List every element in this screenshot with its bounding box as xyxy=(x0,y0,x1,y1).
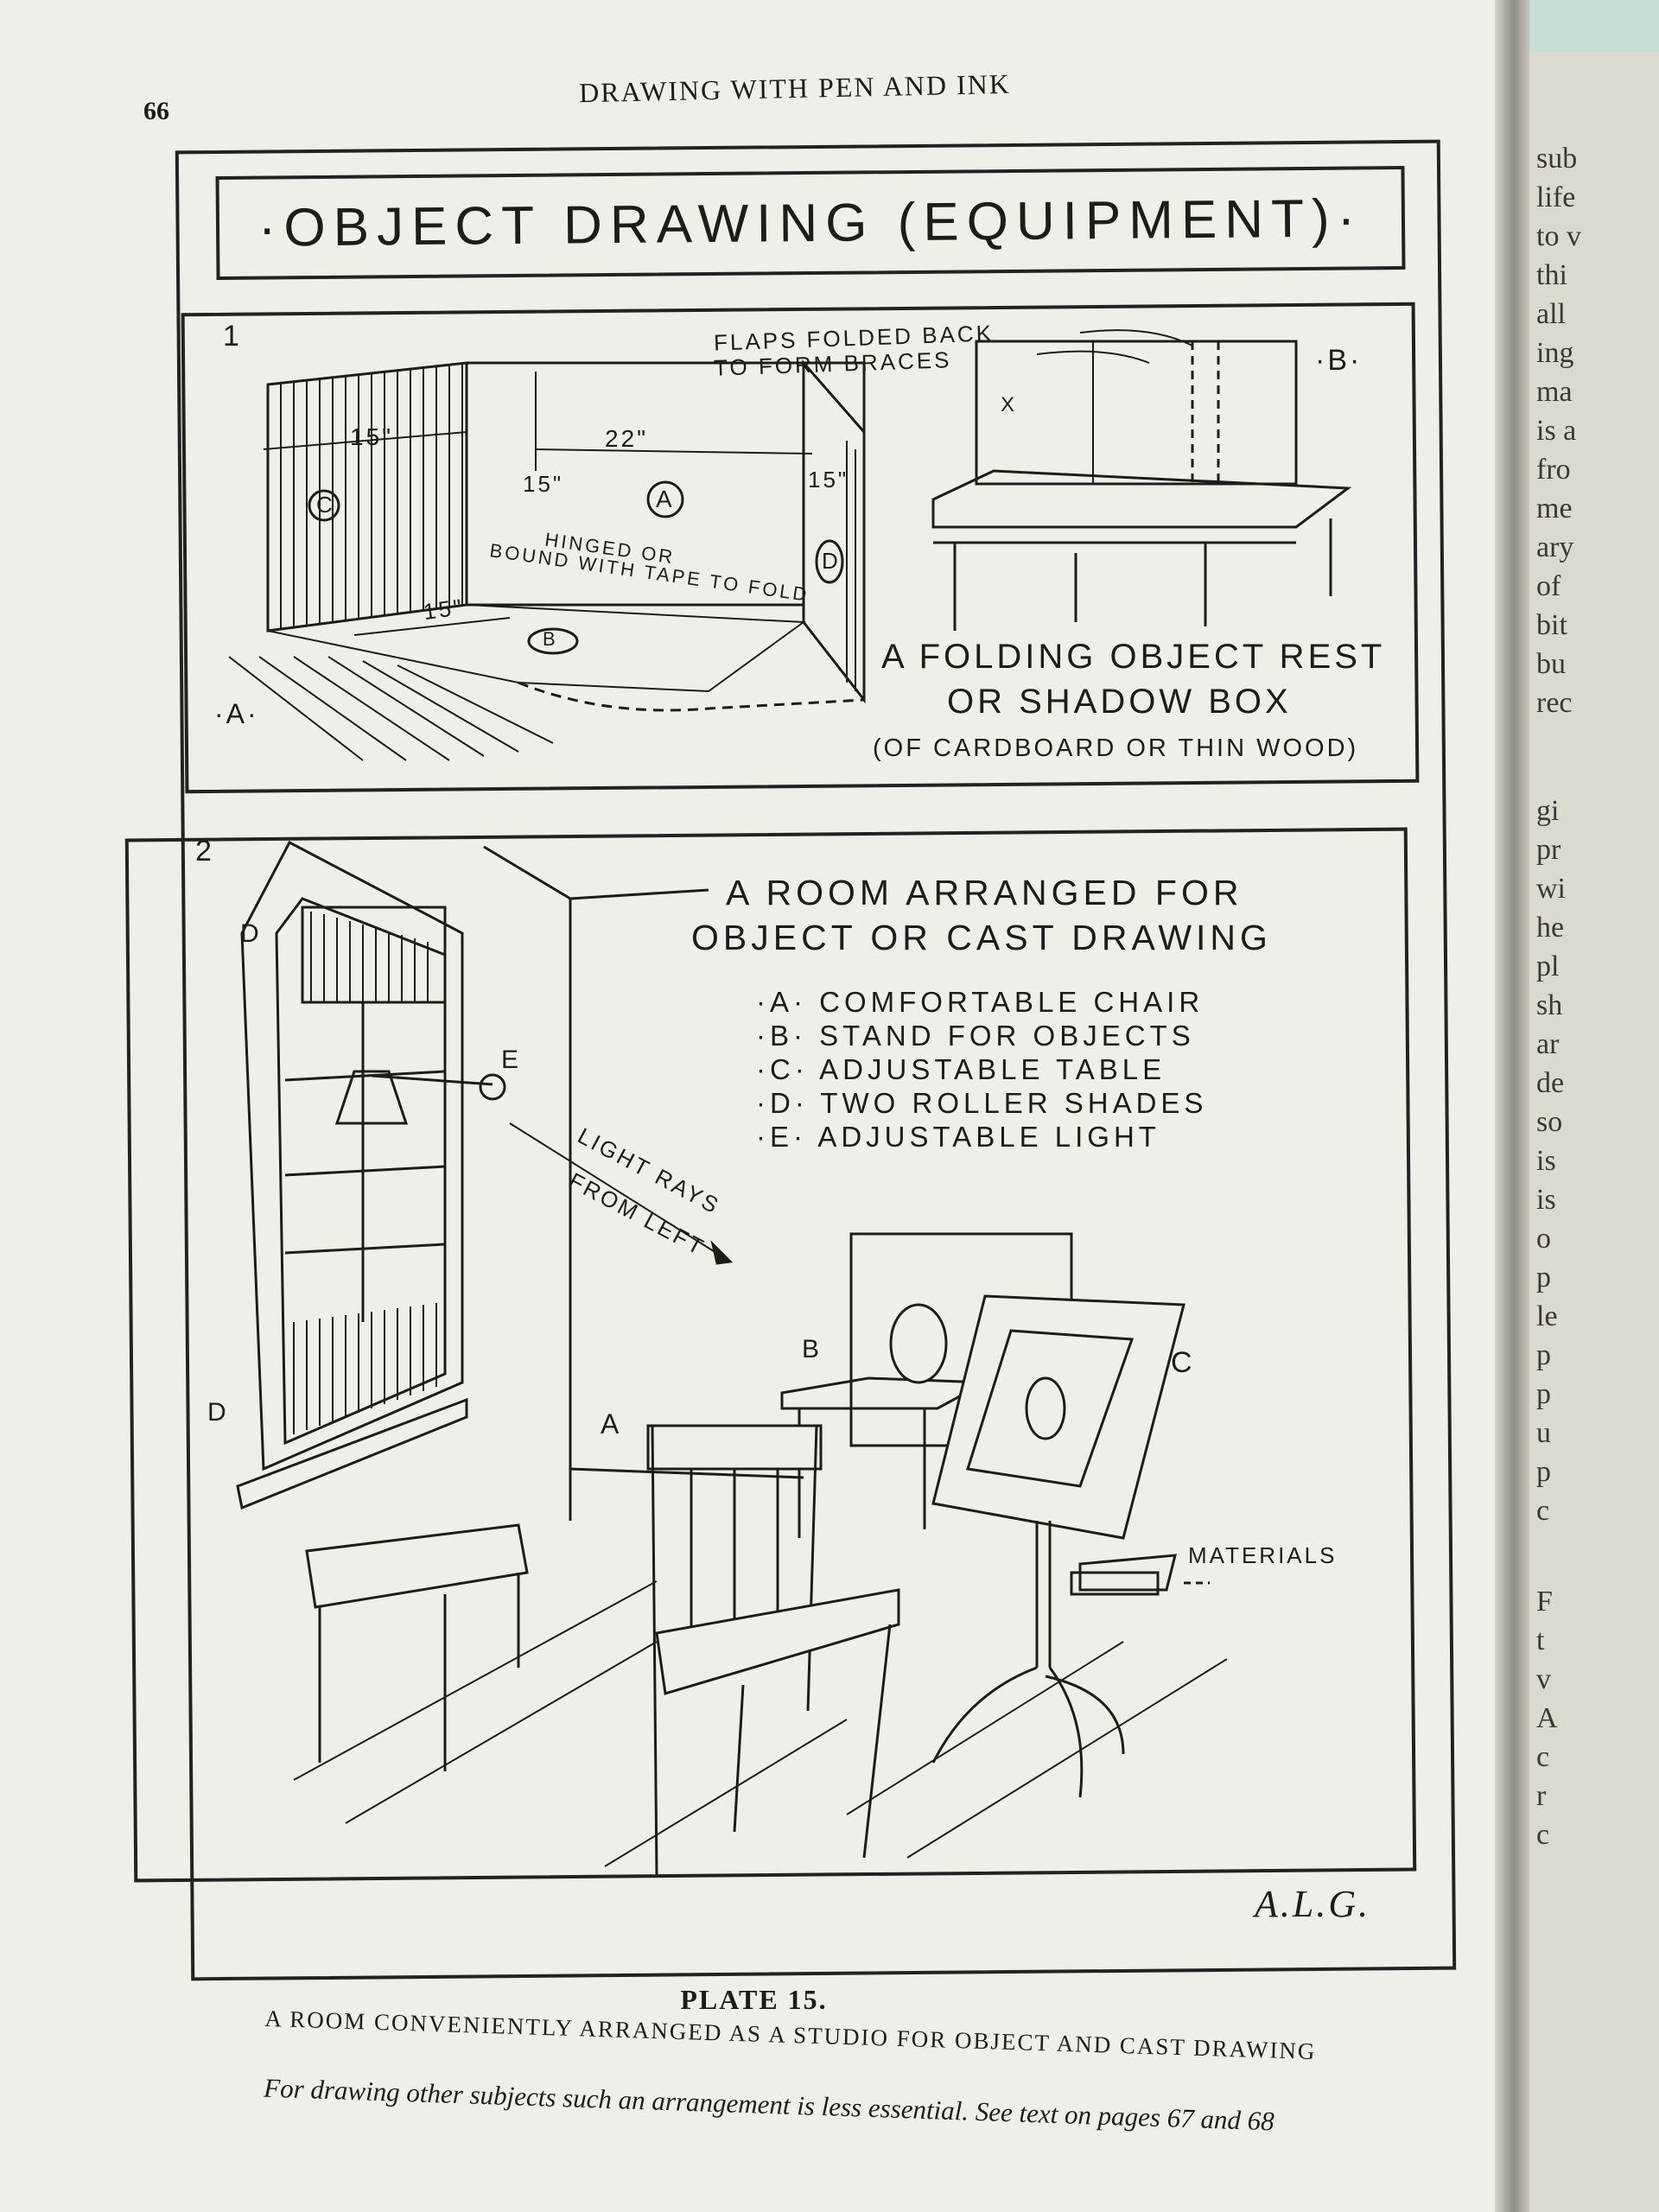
label-d-top-shade: D xyxy=(240,919,259,948)
legend-item-light: ·E· ADJUSTABLE LIGHT xyxy=(756,1121,1160,1153)
facing-page-line: A xyxy=(1536,1702,1558,1734)
facing-page-line: is xyxy=(1536,1145,1556,1177)
dim-22: 22" xyxy=(605,425,649,452)
facing-page-line: pl xyxy=(1536,950,1560,982)
facing-page-line: c xyxy=(1536,1741,1550,1773)
room-legend: ·A· COMFORTABLE CHAIR ·B· STAND FOR OBJE… xyxy=(756,985,1207,1154)
facing-page-line: rec xyxy=(1536,687,1573,719)
facing-page-line: ary xyxy=(1536,531,1574,563)
facing-page-line: life xyxy=(1536,181,1576,213)
room-heading-2: OBJECT OR CAST DRAWING xyxy=(691,918,1272,957)
facing-page-line: o xyxy=(1536,1223,1551,1255)
plate-number: PLATE 15. xyxy=(680,1984,828,2015)
facing-page-line: F xyxy=(1536,1586,1553,1618)
tablecloth xyxy=(1529,0,1659,52)
label-x: X xyxy=(1001,393,1018,416)
book-gutter xyxy=(1495,0,1529,2212)
artist-signature: A.L.G. xyxy=(1255,1883,1371,1925)
label-b-stand: B xyxy=(802,1335,820,1363)
facing-page-line: to v xyxy=(1536,220,1581,252)
facing-page-line: c xyxy=(1536,1819,1550,1851)
facing-page-line: me xyxy=(1536,493,1573,524)
facing-page-line: c xyxy=(1536,1495,1550,1527)
facing-page-line: p xyxy=(1536,1456,1551,1488)
panel-2-number: 2 xyxy=(195,835,212,868)
facing-page-line: le xyxy=(1536,1300,1558,1332)
rest-caption-2: OR SHADOW BOX xyxy=(947,683,1292,721)
facing-page-line: de xyxy=(1536,1067,1565,1099)
label-a-side: ·A· xyxy=(214,698,259,729)
dim-15-left: 15" xyxy=(350,423,394,450)
label-c-table: C xyxy=(1171,1346,1192,1379)
facing-page-line: ma xyxy=(1536,376,1573,408)
facing-page-line: wi xyxy=(1536,873,1566,905)
facing-page-line: is xyxy=(1536,1184,1556,1216)
rest-caption-1: A FOLDING OBJECT REST xyxy=(881,638,1386,676)
facing-page-line: r xyxy=(1536,1780,1547,1812)
label-e-light: E xyxy=(501,1046,519,1074)
facing-page-line: so xyxy=(1536,1106,1563,1138)
page-number: 66 xyxy=(143,97,169,125)
facing-page-line: p xyxy=(1536,1378,1551,1410)
facing-page-line: thi xyxy=(1536,259,1567,291)
facing-page-line: is a xyxy=(1536,415,1577,447)
rest-caption-3: (OF CARDBOARD OR THIN WOOD) xyxy=(873,734,1359,762)
facing-page-line: ing xyxy=(1536,337,1574,369)
facing-page-line: t xyxy=(1536,1624,1545,1656)
facing-page-line: all xyxy=(1536,298,1566,330)
facing-page-line: of xyxy=(1536,570,1561,602)
book-page: 66 DRAWING WITH PEN AND INK ·OBJECT DRAW… xyxy=(124,67,1457,2137)
panel-1-number: 1 xyxy=(223,320,239,353)
label-c-wing: C xyxy=(316,492,333,518)
facing-page-line: bu xyxy=(1536,648,1566,680)
legend-item-stand: ·B· STAND FOR OBJECTS xyxy=(756,1020,1195,1052)
panel-1-illustration xyxy=(228,329,1352,761)
label-a-back: A xyxy=(656,486,672,512)
label-d-wing: D xyxy=(822,548,838,574)
facing-page-line: ar xyxy=(1536,1028,1560,1060)
legend-item-shades: ·D· TWO ROLLER SHADES xyxy=(756,1087,1208,1119)
facing-page-line: v xyxy=(1536,1663,1551,1695)
facing-page-line: pr xyxy=(1536,834,1561,866)
facing-page-line: p xyxy=(1536,1262,1551,1294)
label-b-floor: B xyxy=(543,628,556,650)
facing-page-line: u xyxy=(1536,1417,1551,1449)
facing-page-line: p xyxy=(1536,1339,1551,1371)
label-b-rest: ·B· xyxy=(1315,344,1363,377)
facing-page-line: fro xyxy=(1536,454,1571,486)
facing-page-line: sh xyxy=(1536,989,1563,1021)
facing-page-line: gi xyxy=(1536,795,1560,827)
dim-15-right: 15" xyxy=(808,467,849,493)
facing-page-line: he xyxy=(1536,912,1565,944)
facing-page-line: sub xyxy=(1536,143,1578,175)
facing-page-line: bit xyxy=(1536,609,1567,641)
panel-2-illustration xyxy=(236,840,1228,1876)
label-a-chair: A xyxy=(601,1408,620,1440)
legend-item-table: ·C· ADJUSTABLE TABLE xyxy=(756,1053,1166,1085)
legend-item-chair: ·A· COMFORTABLE CHAIR xyxy=(756,986,1205,1018)
room-heading-1: A ROOM ARRANGED FOR xyxy=(726,873,1243,912)
label-d-bottom-shade: D xyxy=(207,1398,226,1427)
label-materials: MATERIALS xyxy=(1188,1542,1338,1568)
dim-15-height: 15" xyxy=(523,471,564,497)
